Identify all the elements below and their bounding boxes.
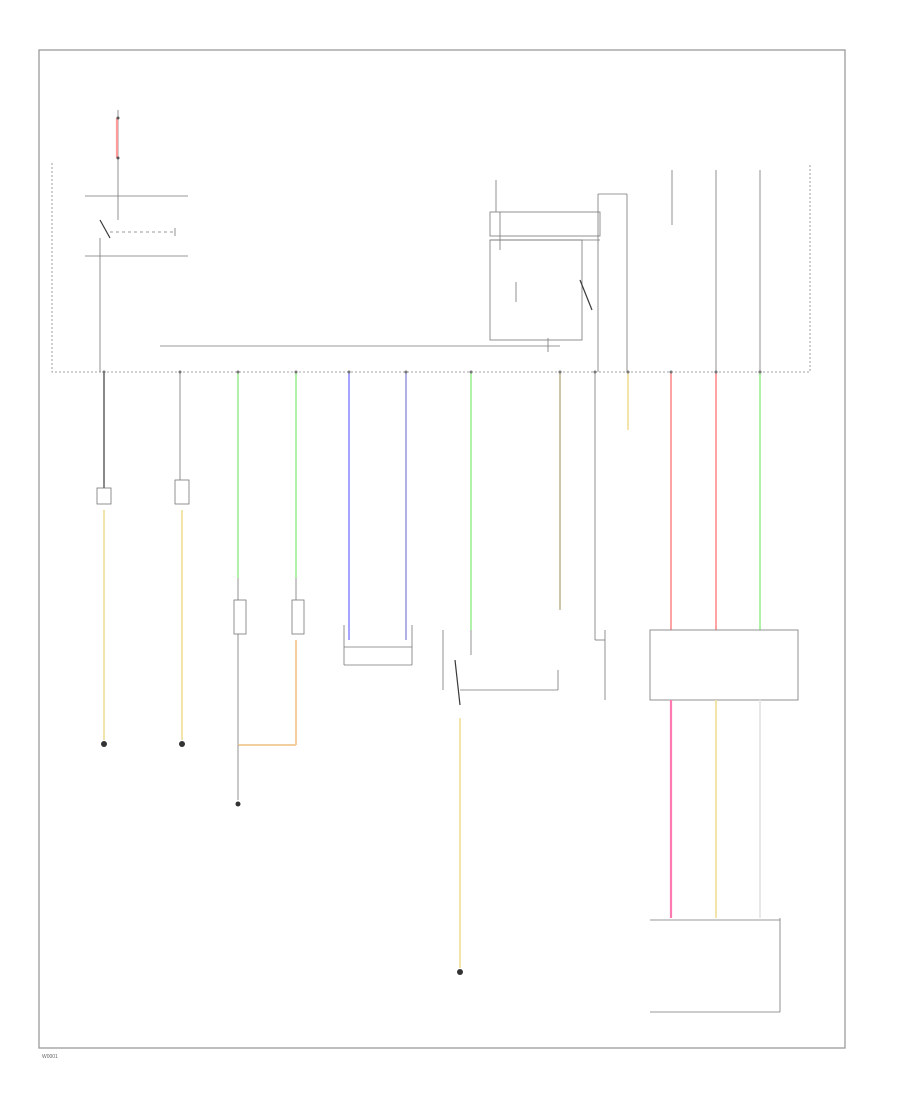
- relay-box-upper: [489, 211, 601, 237]
- control-module-right: [649, 629, 799, 701]
- figure-code: W0001: [42, 1054, 58, 1060]
- switch-component-left: [96, 487, 112, 505]
- relay-component-left: [174, 479, 190, 505]
- ground-symbol-2: [179, 741, 185, 747]
- sensor-block-1: [233, 599, 247, 635]
- connector-pins: [102, 370, 762, 374]
- ground-symbol-3: [457, 969, 463, 975]
- relay-box-lower: [489, 239, 583, 341]
- ground-symbol-1: [101, 741, 107, 747]
- sensor-block-2: [291, 599, 305, 635]
- diagram-frame: [38, 49, 846, 1049]
- module-boundary: [51, 163, 811, 373]
